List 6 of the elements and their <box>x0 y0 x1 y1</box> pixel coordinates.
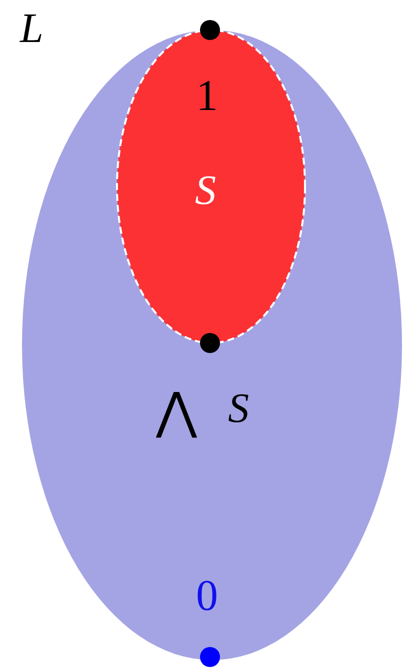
set-label: S <box>228 388 249 430</box>
meet-symbol: ⋀ <box>156 386 197 436</box>
set-label: L <box>20 8 44 50</box>
element-label: 1 <box>196 74 218 118</box>
set-label: S <box>195 170 216 212</box>
element-label: 0 <box>196 574 218 618</box>
